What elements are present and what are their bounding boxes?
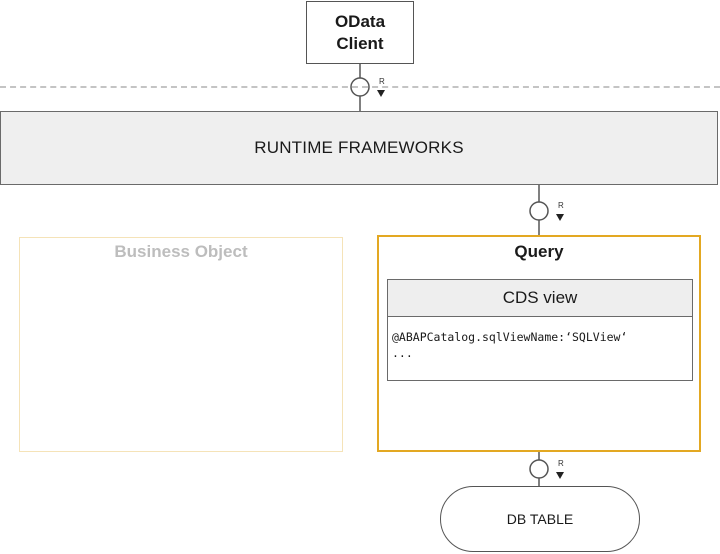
client-label-line1: OData — [334, 11, 386, 31]
client-label-line2: Client — [336, 33, 384, 53]
interface-circle-icon — [529, 201, 549, 221]
request-marker-label: R — [558, 459, 564, 468]
interface-circle-icon — [529, 459, 549, 479]
request-marker-label: R — [379, 77, 385, 86]
runtime-frameworks-box: RUNTIME FRAMEWORKS — [0, 111, 718, 185]
request-marker-label: R — [558, 201, 564, 210]
code-line-annotation: @ABAPCatalog.sqlViewName:‘SQLView‘ — [392, 330, 628, 344]
cds-view-code: @ABAPCatalog.sqlViewName:‘SQLView‘... — [387, 316, 693, 381]
layer-separator — [0, 86, 720, 88]
db-table-label: DB TABLE — [506, 511, 574, 527]
down-arrow-icon — [377, 90, 385, 97]
runtime-frameworks-label: RUNTIME FRAMEWORKS — [254, 138, 464, 157]
cds-view-header: CDS view — [387, 279, 693, 317]
odata-client-box: OData Client — [306, 1, 414, 64]
db-table-node: DB TABLE — [440, 486, 640, 552]
business-object-title: Business Object — [114, 242, 248, 261]
query-title: Query — [514, 242, 564, 261]
business-object-box: Business Object — [19, 237, 343, 452]
down-arrow-icon — [556, 472, 564, 479]
cds-view-label: CDS view — [502, 288, 578, 307]
code-line-ellipsis: ... — [392, 346, 413, 360]
down-arrow-icon — [556, 214, 564, 221]
